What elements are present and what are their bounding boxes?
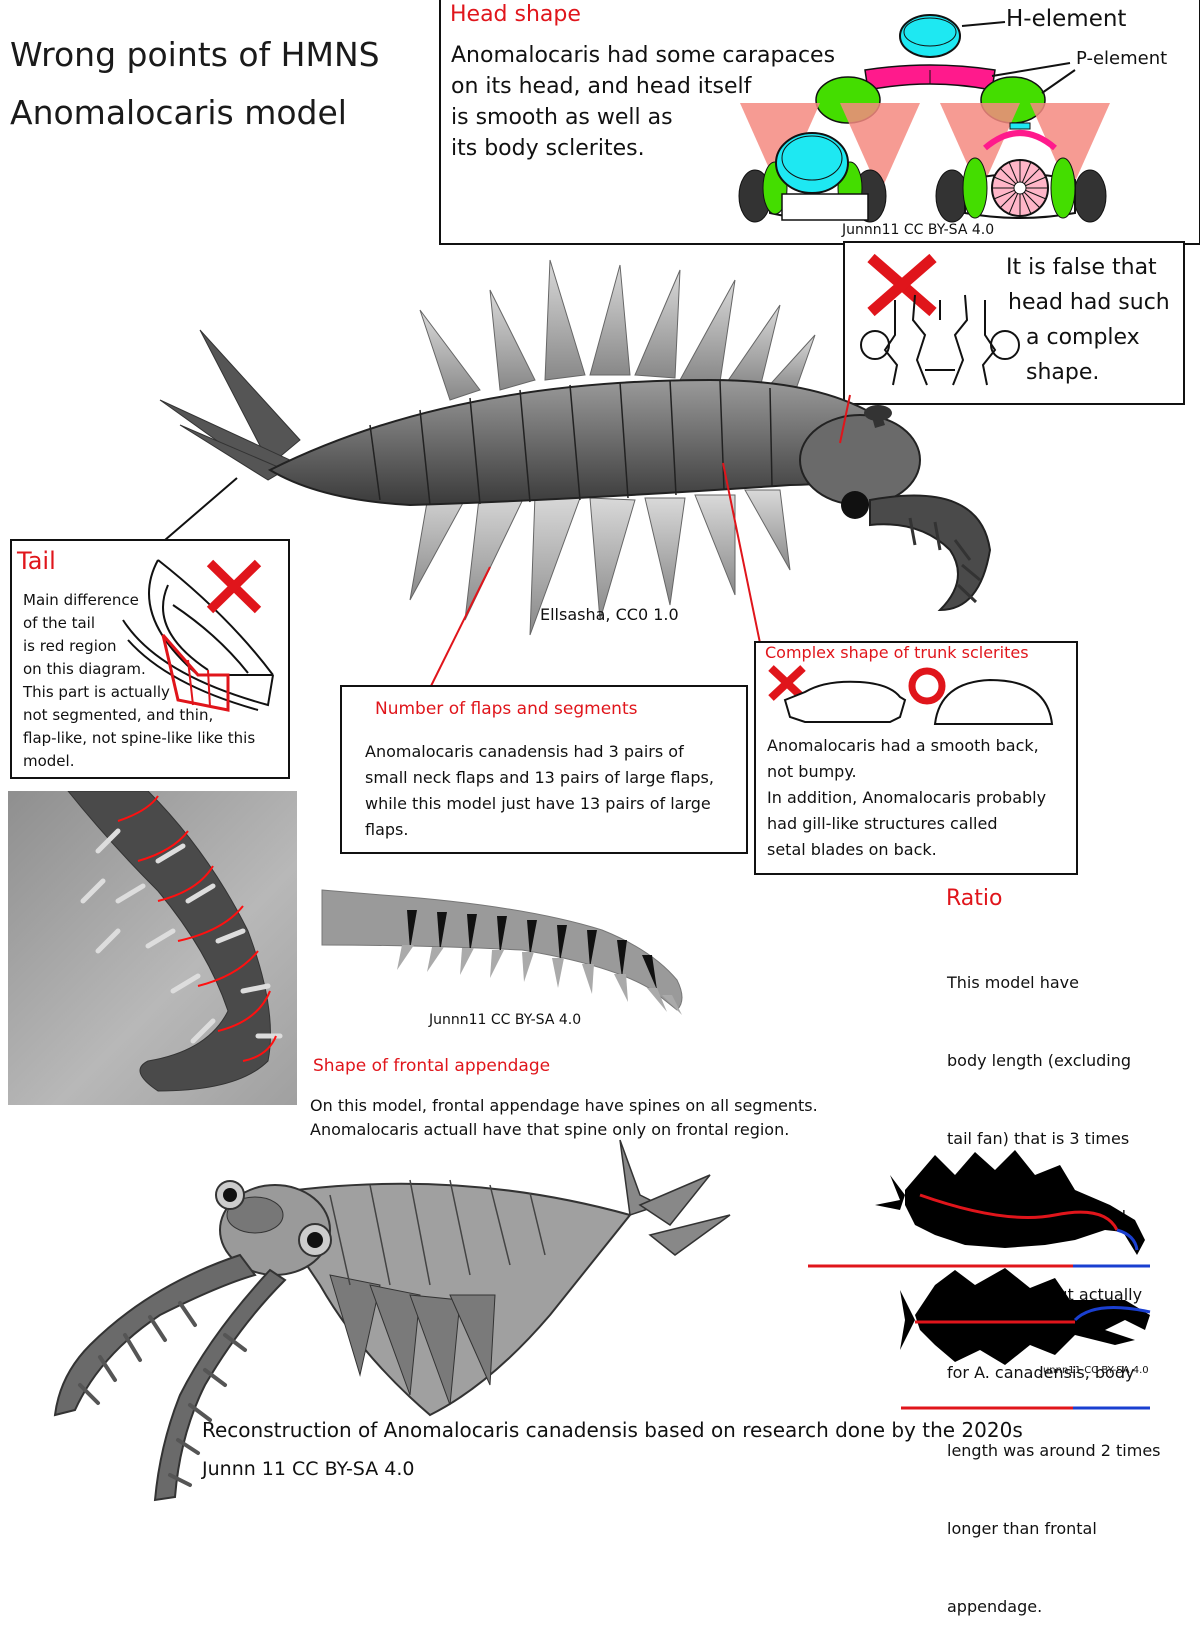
appendage-heading: Shape of frontal appendage bbox=[313, 1056, 551, 1076]
false-head-line: It is false that bbox=[1006, 255, 1157, 280]
ratio-credit: Junnn11 CC BY-SA 4.0 bbox=[1040, 1365, 1149, 1376]
circle-icon bbox=[908, 667, 946, 705]
trunk-text: Anomalocaris had a smooth back, not bump… bbox=[767, 733, 1077, 863]
flaps-line: while this model just have 13 pairs of l… bbox=[365, 794, 711, 813]
title-line-1: Wrong points of HMNS bbox=[10, 35, 380, 74]
flaps-heading: Number of flaps and segments bbox=[375, 699, 638, 719]
ratio-line: body length (excluding bbox=[947, 1051, 1132, 1070]
head-shape-text: Anomalocaris had some carapaces on its h… bbox=[451, 40, 871, 164]
appendage-photo bbox=[8, 791, 297, 1105]
appendage-drawing-credit: Junnn11 CC BY-SA 4.0 bbox=[429, 1012, 582, 1028]
appendage-line: On this model, frontal appendage have sp… bbox=[310, 1096, 818, 1115]
p-element-label: P-element bbox=[1076, 48, 1168, 69]
trunk-line: not bumpy. bbox=[767, 762, 857, 781]
reconstruction-silhouette bbox=[900, 1268, 1151, 1365]
trunk-line: Anomalocaris had a smooth back, bbox=[767, 736, 1039, 755]
false-head-line: shape. bbox=[1026, 360, 1100, 385]
ratio-line: length was around 2 times bbox=[947, 1441, 1161, 1460]
h-element-label: H-element bbox=[1006, 6, 1127, 32]
flaps-text: Anomalocaris canadensis had 3 pairs of s… bbox=[365, 739, 745, 843]
tail-heading: Tail bbox=[17, 547, 56, 575]
tail-fan-diagram bbox=[122, 559, 274, 712]
ratio-line: longer than frontal bbox=[947, 1519, 1097, 1538]
tail-line: Main difference bbox=[23, 591, 139, 609]
flaps-line: flaps. bbox=[365, 820, 409, 839]
head-shape-line: its body sclerites. bbox=[451, 136, 645, 161]
reconstruction-caption: Reconstruction of Anomalocaris canadensi… bbox=[202, 1418, 1023, 1442]
tail-line: model. bbox=[23, 752, 75, 770]
model-silhouette bbox=[875, 1150, 1145, 1255]
appendage-text: On this model, frontal appendage have sp… bbox=[310, 1094, 870, 1142]
title-line-2: Anomalocaris model bbox=[10, 92, 347, 132]
flaps-line: Anomalocaris canadensis had 3 pairs of bbox=[365, 742, 684, 761]
head-shape-line: Anomalocaris had some carapaces bbox=[451, 43, 836, 68]
false-head-line: head had such bbox=[1008, 290, 1170, 315]
trunk-line: had gill-like structures called bbox=[767, 814, 998, 833]
ratio-line: for A. canadensis, body bbox=[947, 1363, 1135, 1382]
head-shape-credit: Junnn11 CC BY-SA 4.0 bbox=[842, 222, 995, 238]
photo-credit: Ellsasha, CC0 1.0 bbox=[540, 605, 679, 624]
h-element-shape bbox=[899, 14, 961, 58]
hmns-model-photo bbox=[159, 259, 992, 636]
flaps-panel: Number of flaps and segments Anomalocari… bbox=[340, 685, 748, 854]
tail-line: on this diagram. bbox=[23, 660, 146, 678]
page-title: Wrong points of HMNS Anomalocaris model bbox=[10, 26, 430, 142]
tail-line: is red region bbox=[23, 637, 117, 655]
tail-line: flap-like, not spine-like like this bbox=[23, 729, 256, 747]
tail-line: This part is actually bbox=[23, 683, 170, 701]
head-shape-heading: Head shape bbox=[450, 2, 581, 27]
reconstruction-drawing bbox=[53, 1139, 731, 1502]
trunk-line: setal blades on back. bbox=[767, 840, 937, 859]
complex-head-sketch bbox=[860, 294, 1020, 386]
flaps-line: small neck flaps and 13 pairs of large f… bbox=[365, 768, 714, 787]
trunk-heading: Complex shape of trunk sclerites bbox=[765, 643, 1029, 662]
ratio-heading: Ratio bbox=[946, 886, 1003, 911]
false-head-panel bbox=[843, 241, 1185, 405]
ratio-line: tail fan) that is 3 times bbox=[947, 1129, 1130, 1148]
appendage-drawing bbox=[321, 889, 683, 1015]
appendage-line: Anomalocaris actuall have that spine onl… bbox=[310, 1120, 790, 1139]
tail-line: of the tail bbox=[23, 614, 96, 632]
head-shape-line: on its head, and head itself bbox=[451, 74, 752, 99]
ratio-silhouettes bbox=[808, 1150, 1151, 1410]
head-carapace-diagram bbox=[738, 14, 1110, 223]
cross-icon bbox=[768, 665, 806, 701]
false-head-text: It is false that head had such a complex… bbox=[1006, 250, 1170, 390]
cross-icon bbox=[867, 253, 937, 317]
ratio-line: appendage. bbox=[947, 1597, 1043, 1616]
trunk-line: In addition, Anomalocaris probably bbox=[767, 788, 1047, 807]
pointer-lines bbox=[164, 462, 761, 689]
tail-line: not segmented, and thin, bbox=[23, 706, 214, 724]
reconstruction-credit: Junnn 11 CC BY-SA 4.0 bbox=[202, 1458, 415, 1480]
head-shape-line: is smooth as well as bbox=[451, 105, 673, 130]
sclerite-comparison-diagram bbox=[768, 665, 1054, 725]
false-head-line: a complex bbox=[1026, 325, 1140, 350]
tail-text: Main difference of the tail is red regio… bbox=[23, 589, 285, 773]
ratio-line: This model have bbox=[947, 973, 1079, 992]
